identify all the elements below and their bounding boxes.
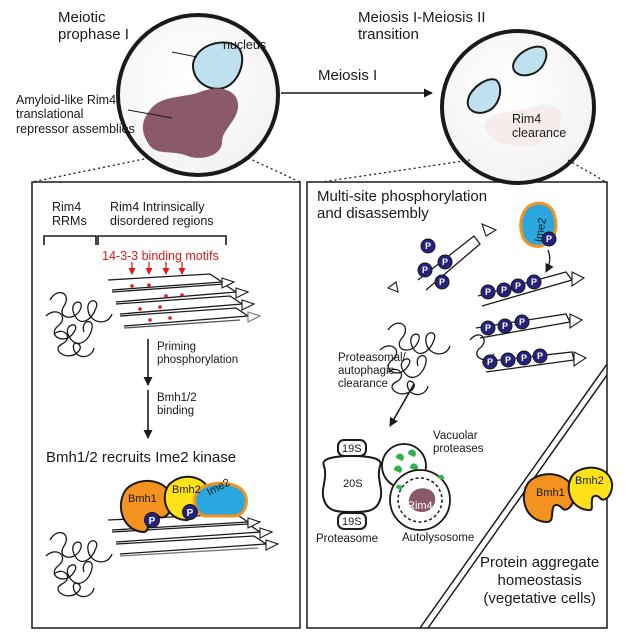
nucleus-shape — [191, 41, 244, 90]
svg-text:P: P — [505, 355, 511, 365]
proteasome-cap-bottom: 19S — [342, 516, 362, 528]
proteasome-label: Proteasome — [316, 533, 379, 545]
mii-cell — [440, 29, 596, 185]
rim4-fibril-1 — [45, 273, 250, 358]
proteasome — [321, 439, 383, 530]
autolysosome-label: Autolysosome — [402, 532, 475, 544]
prophase-cell — [116, 13, 280, 177]
svg-text:P: P — [422, 265, 428, 275]
ime2-kinase-right: P — [519, 201, 558, 248]
fibril-arrowheads-2 — [247, 517, 280, 551]
svg-text:P: P — [502, 321, 508, 331]
meiosis-arrow-label: Meiosis I — [318, 67, 378, 84]
rim4-fibril-2 — [45, 513, 268, 598]
fibril-arrowheads-1 — [221, 277, 262, 323]
rim4-residual — [485, 104, 562, 146]
svg-text:P: P — [519, 317, 525, 327]
bmh1-label: Bmh1 — [128, 493, 157, 505]
motif-dots-1 — [130, 283, 184, 322]
bmh2-vegetative-label: Bmh2 — [575, 475, 604, 487]
svg-text:P: P — [439, 277, 445, 287]
left-panel-title: Bmh1/2 recruits Ime2 kinase — [46, 449, 237, 466]
autolysosome — [389, 469, 451, 531]
nucleus-label: nucleus — [223, 38, 267, 52]
svg-text:P: P — [149, 516, 156, 527]
svg-text:P: P — [487, 357, 493, 367]
svg-text:P: P — [537, 351, 543, 361]
phospho-p-left: P P — [144, 504, 198, 528]
bmh2-label: Bmh2 — [172, 484, 201, 496]
svg-text:P: P — [501, 285, 507, 295]
motifs-label: 14-3-3 binding motifs — [102, 249, 219, 263]
svg-text:P: P — [442, 257, 448, 267]
fibril-arrowheads-3 — [386, 223, 588, 368]
svg-text:P: P — [531, 277, 537, 287]
rim4-aggregate — [142, 88, 239, 158]
bmh2-vegetative — [567, 466, 614, 512]
rim4-fibril-3 — [379, 235, 575, 396]
svg-text:P: P — [521, 353, 527, 363]
bmh1-vegetative — [522, 473, 576, 524]
svg-text:P: P — [187, 508, 194, 519]
bmh1-vegetative-label: Bmh1 — [536, 487, 565, 499]
nucleus-left — [466, 78, 502, 114]
svg-text:P: P — [425, 241, 431, 251]
proteasome-core: 20S — [343, 478, 363, 490]
phospho-chains — [417, 238, 548, 370]
proteasome-cap-top: 19S — [342, 443, 362, 455]
rim4-label-autolysosome: Rim4 — [407, 500, 433, 512]
nucleus-right — [512, 45, 548, 77]
svg-text:P: P — [485, 323, 491, 333]
left-panel — [31, 181, 301, 629]
right-panel — [306, 181, 608, 629]
svg-text:P: P — [515, 281, 521, 291]
svg-text:P: P — [546, 234, 552, 244]
svg-text:P: P — [485, 287, 491, 297]
